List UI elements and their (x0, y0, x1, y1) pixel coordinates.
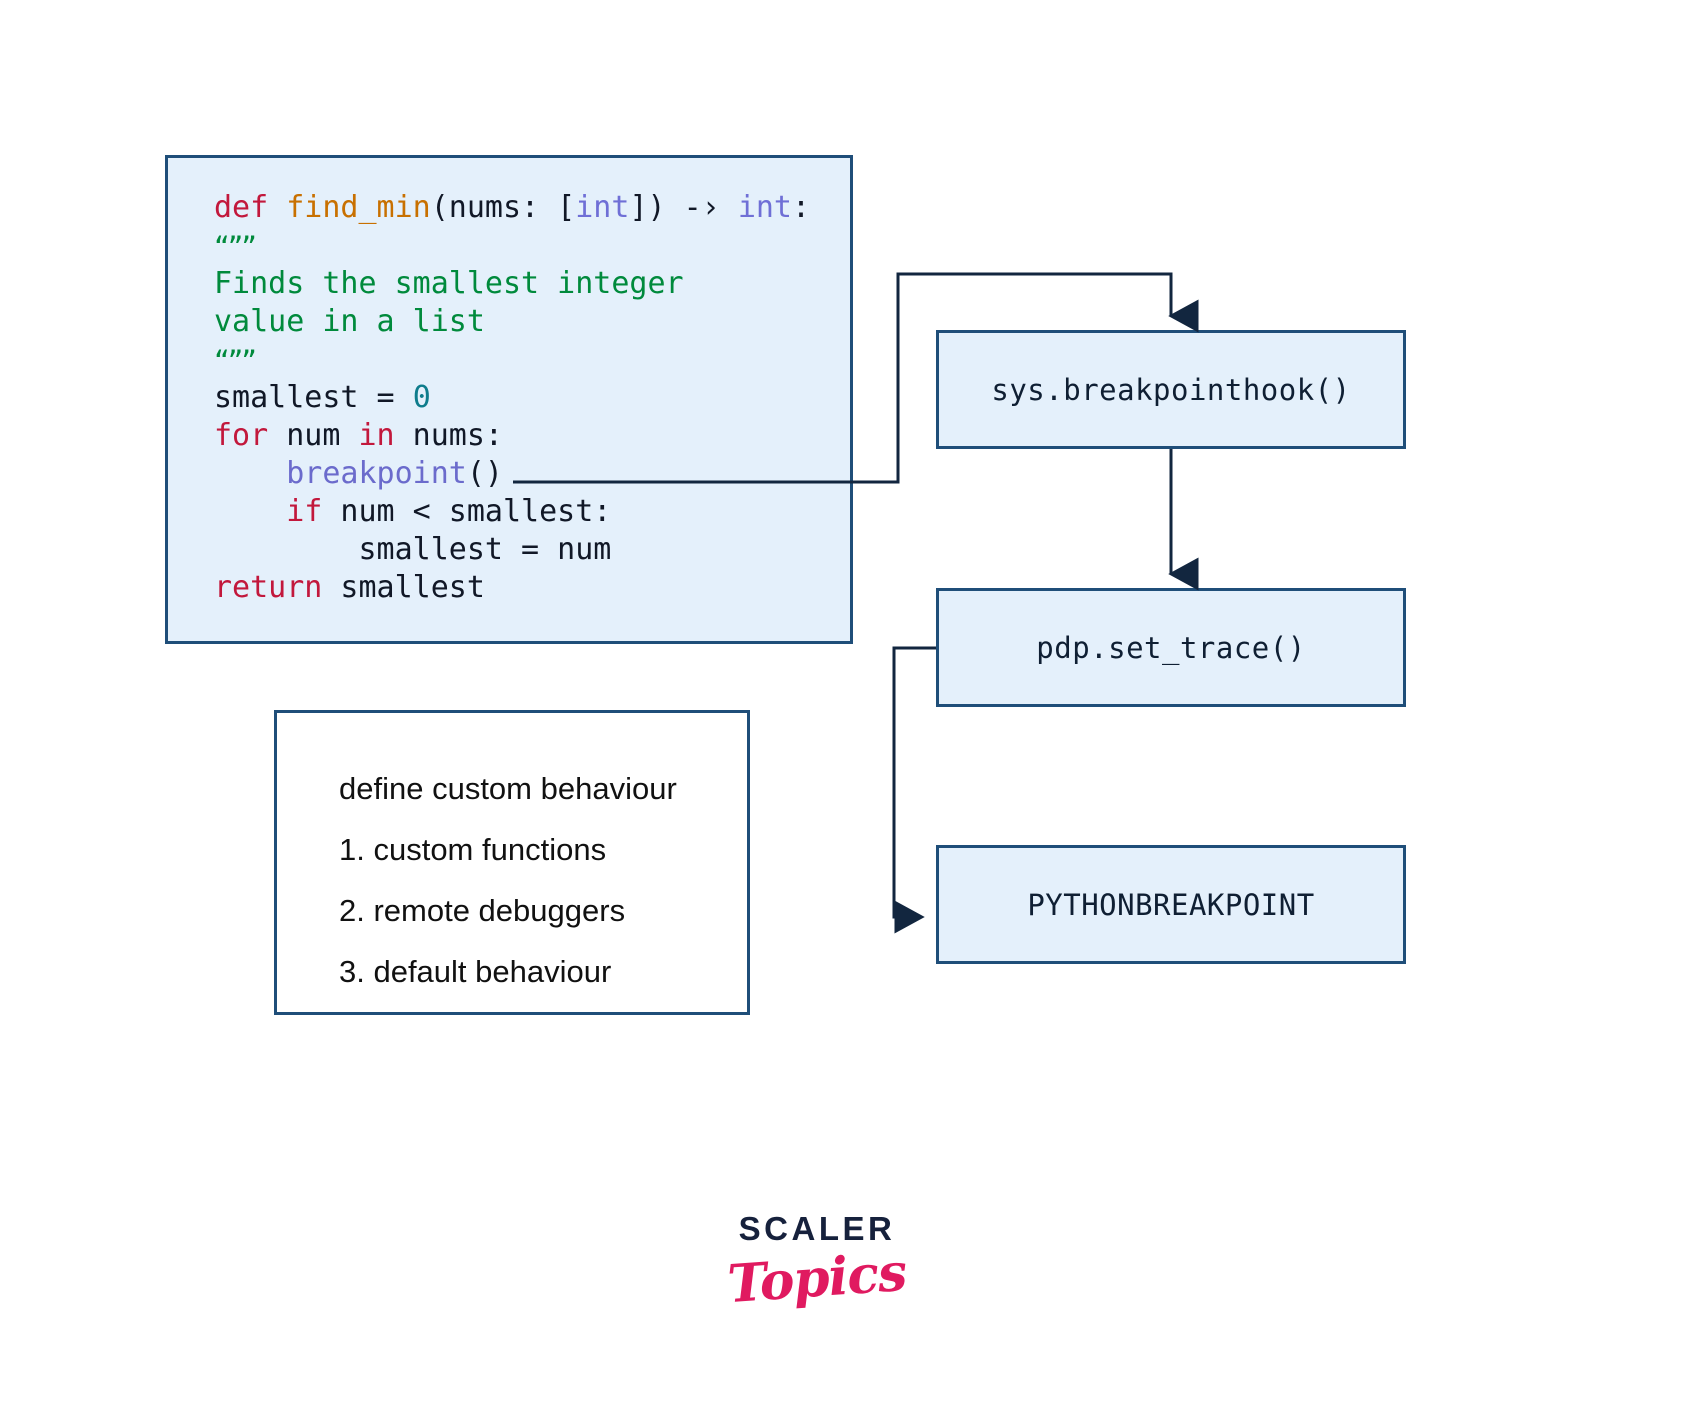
code-token: for (214, 418, 269, 453)
code-token: ]) -› (629, 190, 738, 225)
flow-box-label: pdp.set_trace() (1036, 630, 1306, 665)
code-token: in (358, 418, 395, 453)
code-token (214, 494, 286, 529)
scaler-topics-logo: SCALER Topics (712, 1210, 922, 1330)
code-token: () (466, 456, 503, 491)
code-token: 0 (412, 380, 431, 415)
code-token: int (737, 190, 792, 225)
code-token: smallest = num (214, 532, 612, 567)
code-token: def (214, 190, 269, 225)
code-line-docstring-close: “”” (214, 341, 810, 379)
code-token: “”” (214, 232, 257, 262)
code-token: int (575, 190, 630, 225)
code-token: num < smallest: (322, 494, 612, 529)
code-line-assign-smallest: smallest = 0 (214, 379, 810, 417)
code-token: “”” (214, 346, 257, 376)
logo-wordmark-topics: Topics (725, 1241, 909, 1316)
code-token (268, 190, 286, 225)
logo-wordmark-scaler: SCALER (738, 1210, 896, 1247)
code-line-docstring-open: “”” (214, 227, 810, 265)
code-token: smallest = (214, 380, 413, 415)
code-line-doc-line-2: value in a list (214, 303, 810, 341)
code-token: Finds the smallest integer (214, 266, 684, 301)
code-line-assign-num: smallest = num (214, 531, 810, 569)
legend-list: define custom behaviour 1. custom functi… (339, 758, 739, 1002)
flow-box-sys-breakpointhook[interactable]: sys.breakpointhook() (936, 330, 1406, 449)
legend-item-1: 1. custom functions (339, 832, 607, 867)
code-token: return (214, 570, 323, 605)
code-token: (nums: [ (430, 190, 576, 225)
flow-box-pdp-set-trace[interactable]: pdp.set_trace() (936, 588, 1406, 707)
code-line-def-line: def find_min(nums: [int]) -› int: (214, 189, 810, 227)
code-line-return-line: return smallest (214, 569, 810, 607)
flow-box-label: PYTHONBREAKPOINT (1027, 887, 1315, 922)
legend-item-3: 3. default behaviour (339, 954, 612, 989)
legend-item-2: 2. remote debuggers (339, 893, 626, 928)
code-line-breakpoint-line: breakpoint() (214, 455, 810, 493)
legend-box: define custom behaviour 1. custom functi… (274, 710, 750, 1015)
code-token: if (286, 494, 323, 529)
legend-heading: define custom behaviour (339, 771, 677, 806)
flow-box-label: sys.breakpointhook() (991, 372, 1351, 407)
code-line-for-line: for num in nums: (214, 417, 810, 455)
code-block: def find_min(nums: [int]) -› int:“””Find… (165, 155, 853, 644)
connector-pdp-to-env (892, 646, 936, 934)
code-source-text: def find_min(nums: [int]) -› int:“””Find… (214, 189, 810, 607)
code-line-doc-line-1: Finds the smallest integer (214, 265, 810, 303)
code-token (214, 456, 286, 491)
code-token: find_min (286, 190, 431, 225)
code-token: : (792, 190, 811, 225)
code-token: smallest (322, 570, 485, 605)
code-token: num (268, 418, 359, 453)
code-line-if-line: if num < smallest: (214, 493, 810, 531)
code-token: value in a list (214, 304, 485, 339)
flow-box-pythonbreakpoint-env[interactable]: PYTHONBREAKPOINT (936, 845, 1406, 964)
code-token: breakpoint (286, 456, 467, 491)
code-token: nums: (394, 418, 503, 453)
